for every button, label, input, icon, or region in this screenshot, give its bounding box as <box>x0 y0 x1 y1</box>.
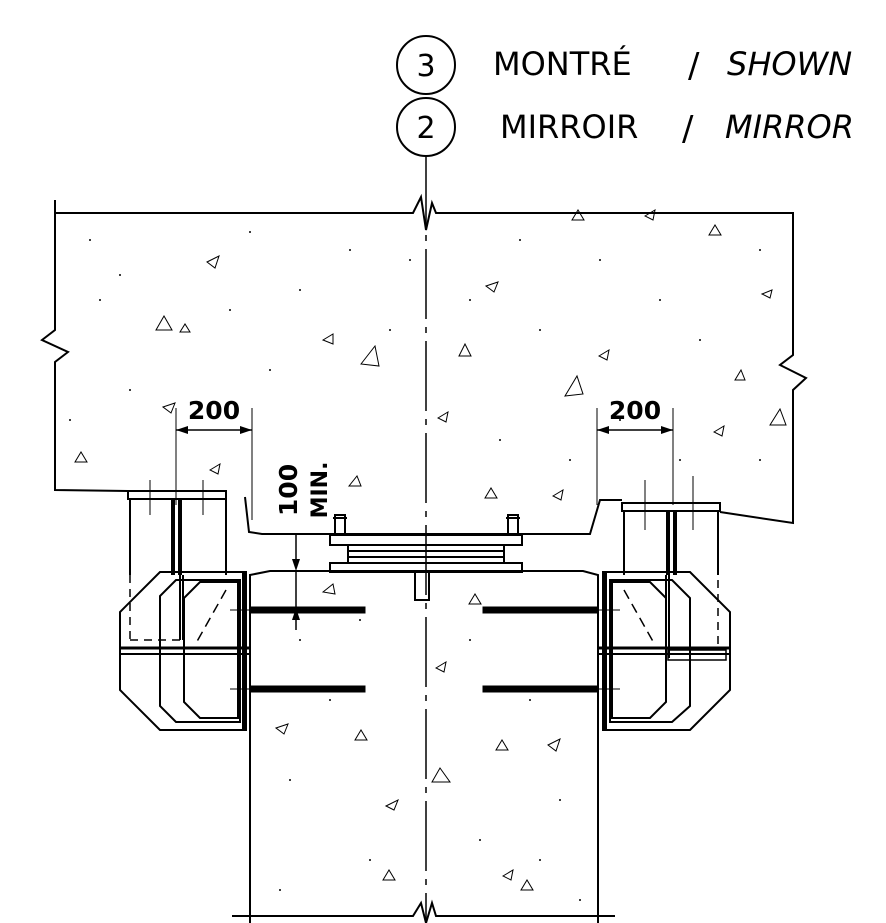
upper-slab <box>40 193 808 535</box>
detail-number-circle <box>396 35 456 95</box>
detail-number: 3 <box>416 49 435 84</box>
dimension-label-right: 200 <box>609 396 661 425</box>
legend-separator: / <box>682 109 694 149</box>
dimension-left-200: 200 <box>175 396 253 520</box>
legend-label-fr: MONTRÉ <box>493 45 632 83</box>
legend: 3 MONTRÉ / SHOWN 2 MIRROIR / MIRROR <box>396 35 854 157</box>
dimension-label-left: 200 <box>188 396 240 425</box>
legend-label-en: MIRROR <box>725 108 854 146</box>
legend-label-fr: MIRROIR <box>500 108 638 146</box>
concrete-texture <box>74 208 787 891</box>
dimension-right-200: 200 <box>596 396 674 505</box>
legend-separator: / <box>688 46 700 86</box>
right-restraint <box>598 476 731 731</box>
dimension-label-clearance: 100 <box>274 464 303 516</box>
bearing-assembly <box>329 514 523 601</box>
dimension-clearance-100: 100 MIN. <box>274 462 333 630</box>
anchor-bars <box>249 606 599 693</box>
legend-label-en: SHOWN <box>727 45 852 83</box>
detail-number-circle <box>396 97 456 157</box>
concrete-speckles <box>69 231 761 901</box>
left-restraint <box>119 480 250 731</box>
legend-item-mirror: 2 MIRROIR / MIRROR <box>396 97 854 157</box>
dimension-note-min: MIN. <box>308 462 333 519</box>
detail-number: 2 <box>416 111 435 146</box>
legend-item-shown: 3 MONTRÉ / SHOWN <box>396 35 852 95</box>
